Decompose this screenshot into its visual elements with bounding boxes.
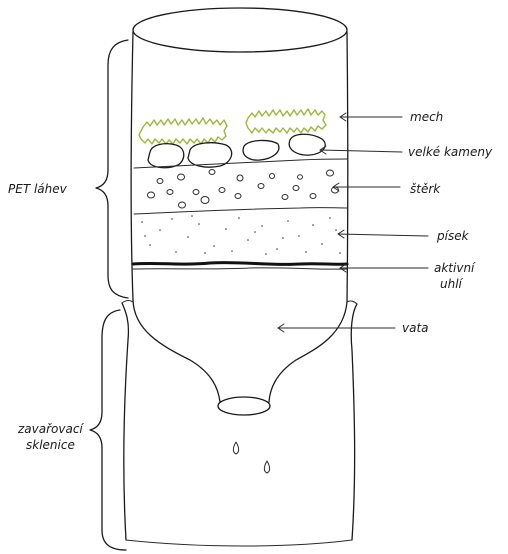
bottle-neck bbox=[133, 300, 347, 415]
sand-grain bbox=[141, 221, 143, 223]
gravel-pebble bbox=[270, 174, 275, 179]
sand-grain bbox=[171, 218, 173, 220]
sand-grain bbox=[191, 215, 193, 217]
jar-left-wall bbox=[122, 303, 128, 540]
label-moss: mech bbox=[410, 110, 443, 124]
water-drop-icon bbox=[264, 461, 269, 473]
gravel-pebble bbox=[201, 197, 209, 204]
gravel-pebble bbox=[179, 202, 186, 208]
gravel-pebble bbox=[178, 174, 185, 180]
gravel-pebble bbox=[219, 188, 225, 193]
label-activated-carbon-line2: uhlí bbox=[440, 277, 464, 291]
sand-grain bbox=[298, 235, 300, 237]
gravel-pebble bbox=[167, 190, 173, 195]
jar-right-wall bbox=[351, 304, 357, 540]
sand-grain bbox=[312, 224, 314, 226]
sand-grain bbox=[198, 223, 200, 225]
sand-grain bbox=[175, 251, 177, 253]
sand-grain bbox=[339, 252, 341, 254]
gravel-pebble bbox=[327, 170, 334, 176]
carbon-line-thin bbox=[133, 268, 347, 269]
braces bbox=[90, 40, 128, 550]
sand-grain bbox=[187, 236, 189, 238]
gravel-pebble bbox=[258, 184, 264, 189]
sand-grain bbox=[159, 229, 161, 231]
sand-grain bbox=[254, 231, 256, 233]
jar-brace bbox=[90, 310, 126, 550]
jar-shoulder-right bbox=[347, 301, 357, 304]
bottle-neck-left bbox=[133, 300, 220, 402]
labels: mech velké kameny štěrk písek aktivní uh… bbox=[8, 110, 493, 452]
pet-bottle bbox=[131, 8, 348, 302]
moss-clump-right bbox=[246, 109, 326, 133]
stone bbox=[243, 140, 279, 160]
activated-carbon-layer bbox=[133, 263, 347, 270]
sand-grain bbox=[265, 253, 267, 255]
carbon-line-thick bbox=[133, 263, 347, 265]
gravel-pebble bbox=[237, 175, 243, 181]
bottle-right-wall bbox=[347, 32, 348, 302]
gravel-pebble bbox=[193, 190, 199, 195]
pet-bottle-brace bbox=[96, 40, 128, 298]
sand-grain bbox=[225, 228, 227, 230]
stones-arrow bbox=[320, 150, 402, 152]
large-stones-layer bbox=[134, 134, 347, 168]
gravel-pebble bbox=[293, 186, 299, 191]
label-cotton: vata bbox=[402, 321, 429, 335]
sand-grain bbox=[247, 239, 249, 241]
sand-grain bbox=[329, 217, 331, 219]
gravel-pebble bbox=[235, 194, 241, 199]
label-jar-line1: zavařovací bbox=[17, 422, 84, 436]
water-drops bbox=[233, 442, 269, 473]
bottle-neck-right bbox=[269, 302, 347, 402]
sand-grain bbox=[335, 229, 337, 231]
label-gravel: štěrk bbox=[410, 182, 441, 196]
moss-layer bbox=[139, 109, 326, 144]
sand-grain bbox=[238, 217, 240, 219]
gravel-pebble bbox=[310, 194, 316, 199]
sand-grain bbox=[144, 235, 146, 237]
sand-grain bbox=[204, 252, 206, 254]
jar-shoulder-left bbox=[122, 301, 133, 303]
sand-layer bbox=[141, 215, 341, 255]
bottle-top-rim bbox=[133, 8, 347, 52]
gravel-pebble bbox=[148, 192, 155, 198]
sand-grain bbox=[261, 225, 263, 227]
gravel-pebble bbox=[298, 175, 303, 179]
bottle-left-wall bbox=[131, 32, 133, 300]
label-large-stones: velké kameny bbox=[408, 145, 493, 159]
gravel-bottom-line bbox=[134, 208, 347, 214]
moss-clump-left bbox=[139, 118, 227, 144]
jar-bottom bbox=[126, 540, 352, 546]
sand-arrow bbox=[338, 234, 428, 236]
sand-grain bbox=[282, 237, 284, 239]
gravel-pebble bbox=[157, 179, 163, 184]
gravel-layer bbox=[134, 170, 347, 215]
sand-grain bbox=[149, 244, 151, 246]
stone bbox=[148, 144, 184, 168]
gravel-pebble bbox=[209, 170, 215, 175]
jar bbox=[122, 301, 357, 546]
pointer-arrows bbox=[278, 113, 428, 332]
sand-grain bbox=[321, 243, 323, 245]
sand-grain bbox=[305, 251, 307, 253]
stone bbox=[289, 134, 325, 155]
label-jar-line2: sklenice bbox=[26, 438, 75, 452]
label-pet-bottle: PET láhev bbox=[8, 182, 68, 196]
bottle-mouth bbox=[218, 397, 270, 415]
stones-bottom-line bbox=[134, 159, 347, 168]
label-activated-carbon-line1: aktivní bbox=[434, 261, 476, 275]
sand-grain bbox=[276, 248, 278, 250]
gravel-pebble bbox=[282, 195, 288, 200]
sand-grain bbox=[213, 245, 215, 247]
sand-grain bbox=[287, 220, 289, 222]
water-drop-icon bbox=[233, 442, 238, 454]
label-sand: písek bbox=[436, 229, 470, 243]
sand-grain bbox=[231, 250, 233, 252]
